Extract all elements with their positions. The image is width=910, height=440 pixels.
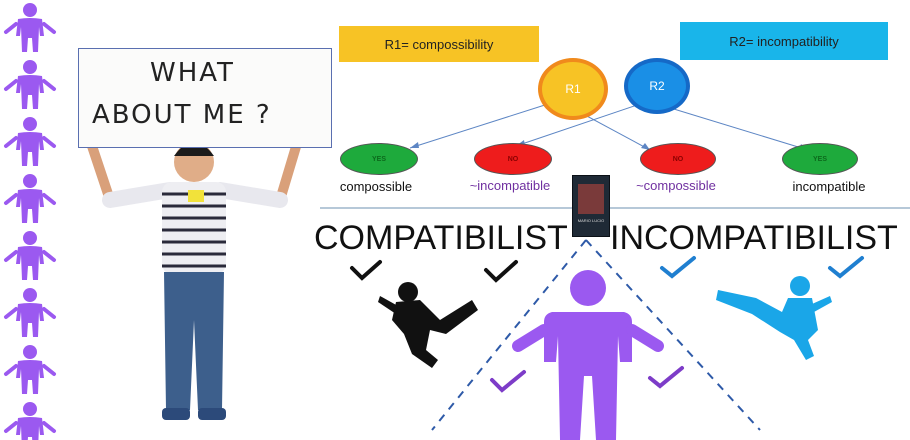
caption-not-compossible: ~compossible [636, 178, 716, 193]
karate-kick-icon [378, 282, 478, 368]
heading-compatibilist: COMPATIBILIST [314, 219, 568, 257]
check-icon [648, 366, 684, 389]
answer-oval-yes: YES [782, 143, 858, 175]
shrug-person-icon [512, 270, 664, 440]
check-icon [828, 256, 864, 279]
check-icon [660, 256, 696, 279]
dashed-line-right [585, 239, 761, 431]
check-icon [350, 260, 382, 281]
sign-line-1: WHAT [150, 58, 235, 88]
sign-board [78, 48, 332, 148]
book-cover-art [578, 184, 604, 214]
caption-compossible: compossible [339, 179, 413, 194]
r1-label-box: R1= compossibility [339, 26, 539, 62]
caption-not-incompatible: ~incompatible [469, 178, 551, 193]
dashed-line-left [431, 239, 587, 431]
r1-node: R1 [538, 58, 608, 120]
answer-oval-no: NO [640, 143, 716, 175]
caption-incompatible: incompatible [792, 179, 866, 194]
karate-kick-icon [716, 276, 832, 360]
answer-oval-no: NO [474, 143, 552, 175]
book-cover-image: MARIO LUCIO [572, 175, 610, 237]
r2-label-box: R2= incompatibility [680, 22, 888, 60]
check-icon [484, 260, 518, 283]
answer-oval-yes: YES [340, 143, 418, 175]
heading-incompatibilist: INCOMPATIBILIST [610, 219, 898, 257]
r2-node: R2 [624, 58, 690, 114]
sign-line-2: ABOUT ME ? [92, 100, 272, 130]
check-icon [490, 370, 526, 393]
book-cover-title: MARIO LUCIO [577, 218, 605, 223]
boy-holding-sign [85, 135, 303, 420]
